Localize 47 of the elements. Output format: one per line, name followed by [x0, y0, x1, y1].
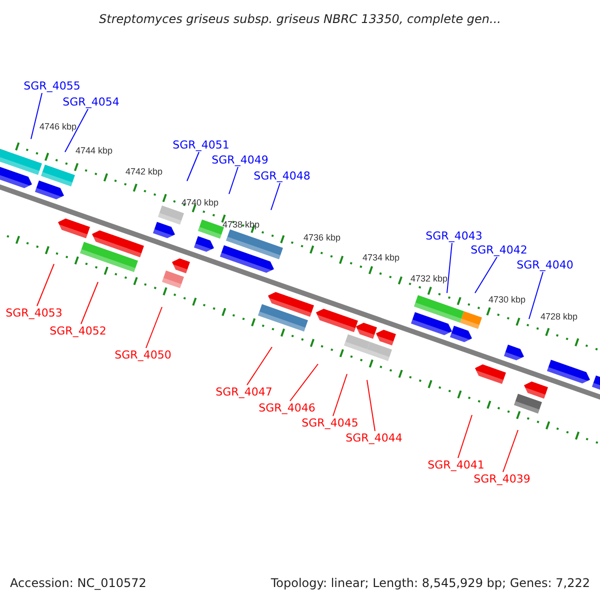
gene-label: SGR_4048	[254, 170, 310, 182]
leader-line	[30, 92, 42, 140]
gene-label: SGR_4047	[216, 386, 272, 398]
gene-label: SGR_4042	[470, 244, 528, 256]
leader-line	[458, 414, 472, 458]
position-label: 4730 kbp	[488, 293, 526, 306]
leader-line	[290, 364, 318, 402]
gene-label: SGR_4041	[428, 458, 484, 472]
gene-label: SGR_4046	[258, 402, 316, 414]
leader-line	[332, 374, 348, 416]
position-label: 4744 kbp	[75, 144, 113, 158]
position-label: 4728 kbp	[540, 310, 578, 324]
leader-line	[502, 430, 518, 472]
gene-label: SGR_4051	[172, 138, 230, 152]
leader-line	[146, 306, 162, 348]
leader-line	[228, 166, 238, 194]
leader-line	[186, 152, 200, 182]
title: Streptomyces griseus subsp. griseus NBRC 13350, complete gen...	[98, 11, 502, 28]
position-label: 4740 kbp	[181, 196, 219, 210]
position-label: 4746 kbp	[39, 120, 77, 134]
position-label: 4736 kbp	[303, 231, 341, 244]
gene-label: SGR_4052	[50, 324, 106, 338]
gene-label: SGR_4050	[114, 348, 172, 362]
position-label: 4742 kbp	[125, 165, 163, 178]
gene-label: SGR_4039	[474, 472, 530, 486]
position-label: 4734 kbp	[362, 251, 400, 264]
gene-label: SGR_4055	[24, 80, 80, 92]
gene-label: SGR_4049	[212, 154, 268, 166]
leader-line	[446, 242, 452, 294]
gene-label: SGR_4054	[62, 96, 120, 108]
leader-line	[246, 346, 272, 386]
leader-line	[64, 108, 88, 152]
position-label: 4738 kbp	[222, 218, 260, 232]
leader-line	[36, 264, 54, 306]
gene-label: SGR_4040	[516, 258, 574, 272]
position-label: 4732 kbp	[410, 272, 448, 286]
leader-line	[528, 272, 544, 320]
leader-line	[366, 380, 376, 432]
leader-line	[80, 282, 98, 324]
gene-label: SGR_4053	[6, 306, 62, 320]
gene-label: SGR_4043	[426, 230, 482, 242]
leader-line	[474, 256, 498, 294]
gene-label: SGR_4044	[346, 432, 402, 444]
leader-line	[270, 182, 280, 210]
genome-info: Topology: linear; Length: 8,545,929 bp; Genes: 7,222	[270, 575, 590, 592]
gene-label: SGR_4045	[302, 416, 358, 430]
accession-label: Accession: NC_010572	[10, 575, 146, 592]
